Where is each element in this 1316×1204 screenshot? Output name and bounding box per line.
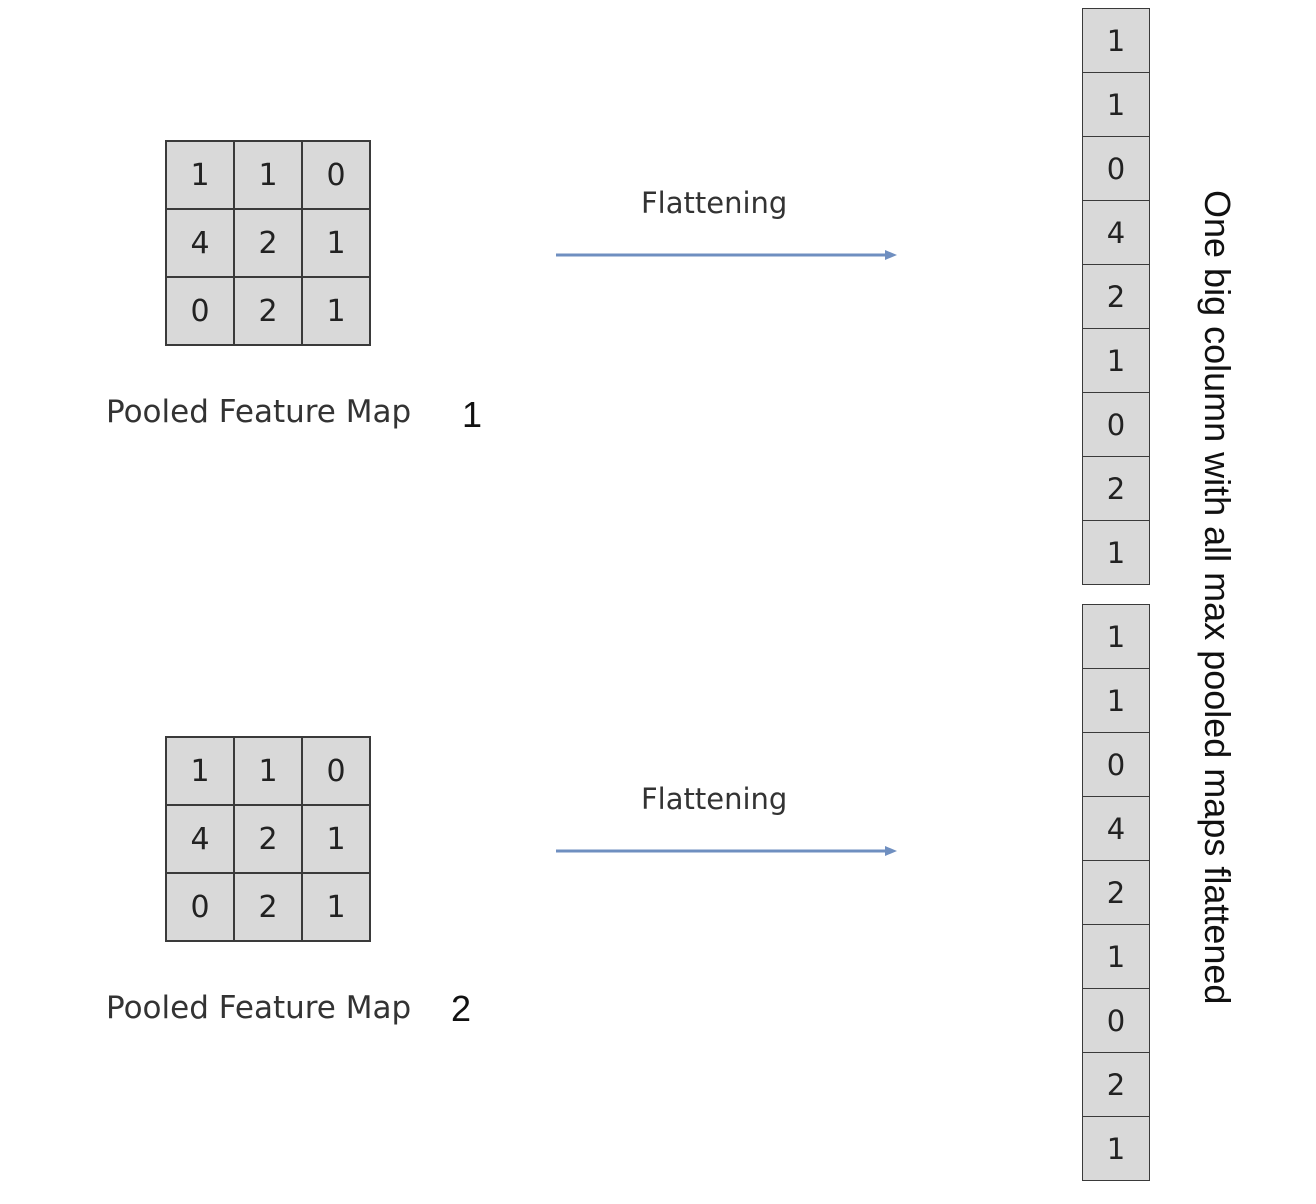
pooled-feature-map-2-grid: 1 1 0 4 2 1 0 2 1 [165, 736, 371, 942]
map1-number: 1 [462, 394, 483, 435]
map2-number: 2 [451, 988, 472, 1029]
arrow-1-icon [556, 250, 897, 260]
column2-cell: 4 [1083, 797, 1149, 861]
flattening-label-2: Flattening [641, 782, 788, 816]
map1-cell: 1 [234, 141, 302, 209]
flattened-column-2: 1 1 0 4 2 1 0 2 1 [1082, 604, 1150, 1181]
column2-cell: 1 [1083, 925, 1149, 989]
column2-cell: 1 [1083, 605, 1149, 669]
flattening-label-1: Flattening [641, 186, 788, 220]
column2-cell: 0 [1083, 989, 1149, 1053]
map1-cell: 0 [166, 277, 234, 345]
map1-cell: 1 [302, 277, 370, 345]
map1-caption: Pooled Feature Map [106, 394, 412, 430]
map2-cell: 1 [234, 737, 302, 805]
column2-cell: 2 [1083, 1053, 1149, 1117]
map2-cell: 4 [166, 805, 234, 873]
flattened-column-1: 1 1 0 4 2 1 0 2 1 [1082, 8, 1150, 585]
column1-cell: 1 [1083, 329, 1149, 393]
map2-cell: 0 [302, 737, 370, 805]
pooled-feature-map-1-grid: 1 1 0 4 2 1 0 2 1 [165, 140, 371, 346]
map2-cell: 0 [166, 873, 234, 941]
column2-cell: 1 [1083, 669, 1149, 733]
map1-cell: 1 [166, 141, 234, 209]
column1-cell: 4 [1083, 201, 1149, 265]
map2-caption: Pooled Feature Map [106, 990, 412, 1026]
side-label: One big column with all max pooled maps … [1197, 190, 1238, 1005]
column1-cell: 1 [1106, 535, 1126, 570]
map2-cell: 1 [302, 805, 370, 873]
map1-cell: 2 [234, 277, 302, 345]
map1-cell: 4 [166, 209, 234, 277]
column1-cell: 2 [1083, 265, 1149, 329]
column2-cell: 2 [1083, 861, 1149, 925]
column1-cell: 2 [1083, 457, 1149, 521]
map2-cell: 1 [166, 737, 234, 805]
column1-cell: 1 [1083, 9, 1149, 73]
column1-cell: 0 [1083, 137, 1149, 201]
column1-cell: 1 [1083, 73, 1149, 137]
map1-cell: 1 [302, 209, 370, 277]
arrow-2-icon [556, 846, 897, 856]
column2-cell: 0 [1083, 733, 1149, 797]
column1-cell: 0 [1083, 393, 1149, 457]
map1-cell: 2 [234, 209, 302, 277]
map2-cell: 2 [234, 805, 302, 873]
map1-cell: 0 [302, 141, 370, 209]
column2-cell: 1 [1106, 1131, 1126, 1166]
map2-cell: 2 [234, 873, 302, 941]
map2-cell: 1 [302, 873, 370, 941]
